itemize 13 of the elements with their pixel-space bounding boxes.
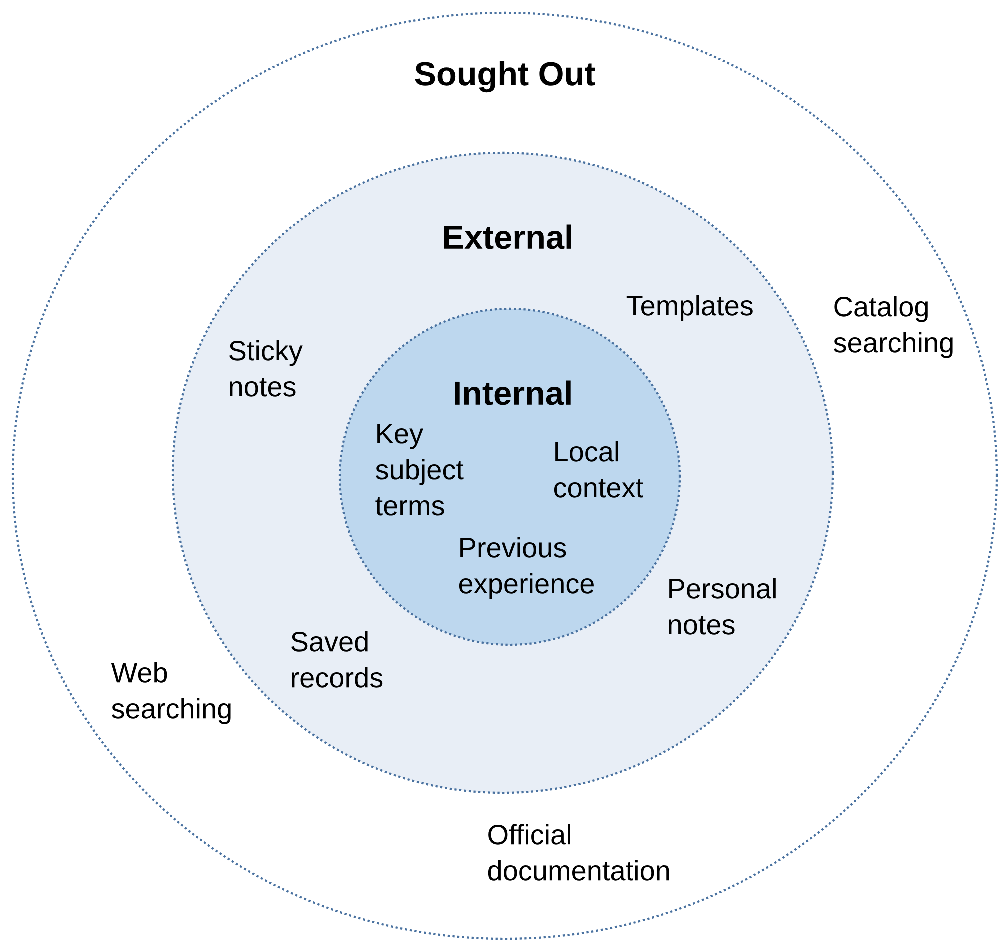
item-label: Saved records bbox=[292, 631, 383, 688]
item-label: Official documentation bbox=[488, 824, 670, 881]
item-label: Templates bbox=[626, 295, 753, 322]
item-label: Catalog searching bbox=[834, 296, 953, 358]
ring-title: Sought Out bbox=[415, 61, 596, 93]
item-label: Web searching bbox=[111, 662, 231, 724]
item-label: Previous experience bbox=[459, 537, 594, 600]
ring-title: Internal bbox=[455, 380, 571, 406]
item-label: Personal notes bbox=[669, 578, 776, 635]
item-label: Local context bbox=[554, 441, 644, 498]
item-label: Key subject terms bbox=[376, 424, 464, 516]
item-label: Sticky notes bbox=[230, 340, 303, 397]
ring-title: External bbox=[444, 224, 572, 250]
